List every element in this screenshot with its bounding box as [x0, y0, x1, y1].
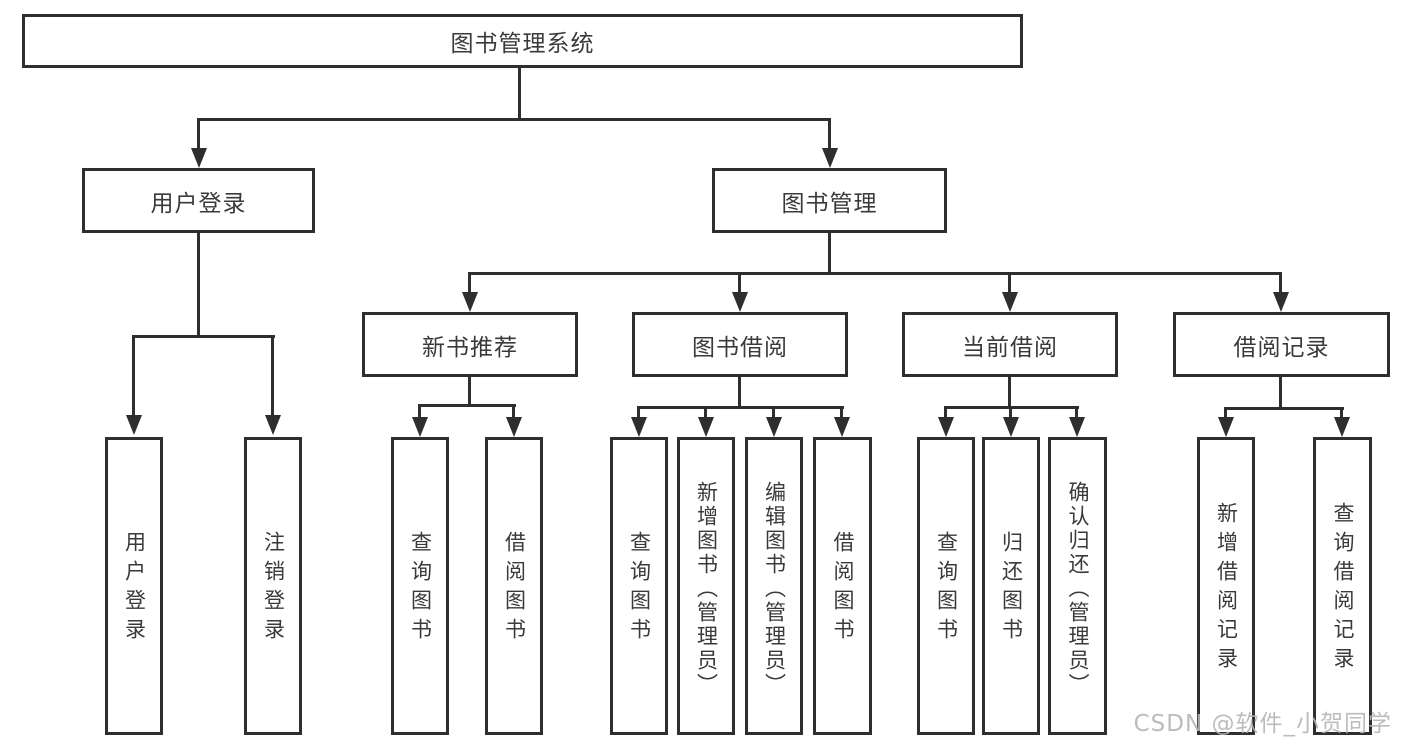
- arrow-down-icon: [1069, 417, 1085, 437]
- leaf-edit-books-admin: 编辑图书（管理员）: [745, 437, 803, 735]
- leaf-add-books-admin: 新增图书（管理员）: [677, 437, 735, 735]
- connector-line: [772, 406, 775, 418]
- connector-line: [944, 406, 947, 418]
- arrow-down-icon: [698, 417, 714, 437]
- arrow-down-icon: [938, 417, 954, 437]
- connector-line: [637, 406, 844, 409]
- node-user-login: 用户登录: [82, 168, 315, 233]
- connector-line: [738, 377, 741, 406]
- node-book-management: 图书管理: [712, 168, 947, 233]
- node-current-borrow: 当前借阅: [902, 312, 1118, 377]
- connector-line: [704, 406, 707, 418]
- connector-line: [1279, 272, 1282, 294]
- arrow-down-icon: [191, 148, 207, 168]
- connector-line: [197, 118, 200, 150]
- arrow-down-icon: [732, 292, 748, 312]
- arrow-down-icon: [631, 417, 647, 437]
- arrow-down-icon: [766, 417, 782, 437]
- leaf-query-borrow-record: 查询借阅记录: [1313, 437, 1372, 735]
- arrow-down-icon: [1273, 292, 1289, 312]
- leaf-borrow-query-books: 查询图书: [610, 437, 668, 735]
- arrow-down-icon: [506, 417, 522, 437]
- connector-line: [132, 335, 135, 417]
- arrow-down-icon: [462, 292, 478, 312]
- arrow-down-icon: [265, 415, 281, 435]
- connector-line: [468, 377, 471, 404]
- leaf-return-books: 归还图书: [982, 437, 1040, 735]
- connector-line: [1340, 407, 1343, 418]
- connector-line: [468, 272, 471, 294]
- leaf-user-login: 用户登录: [105, 437, 163, 735]
- arrow-down-icon: [834, 417, 850, 437]
- arrow-down-icon: [822, 148, 838, 168]
- leaf-logout: 注销登录: [244, 437, 302, 735]
- arrow-down-icon: [126, 415, 142, 435]
- leaf-add-borrow-record: 新增借阅记录: [1197, 437, 1255, 735]
- connector-line: [828, 118, 831, 150]
- connector-line: [197, 233, 200, 335]
- connector-line: [1008, 377, 1011, 406]
- connector-line: [1008, 272, 1011, 294]
- arrow-down-icon: [1003, 417, 1019, 437]
- connector-line: [197, 118, 831, 121]
- connector-line: [1224, 407, 1227, 418]
- node-library-system: 图书管理系统: [22, 14, 1023, 68]
- leaf-recommend-borrow-books: 借阅图书: [485, 437, 543, 735]
- leaf-current-query-books: 查询图书: [917, 437, 975, 735]
- connector-line: [1075, 406, 1078, 418]
- leaf-recommend-query-books: 查询图书: [391, 437, 449, 735]
- node-new-book-recommend: 新书推荐: [362, 312, 578, 377]
- arrow-down-icon: [412, 417, 428, 437]
- connector-line: [518, 68, 521, 118]
- connector-line: [738, 272, 741, 294]
- connector-line: [1224, 407, 1344, 410]
- connector-line: [271, 335, 274, 417]
- connector-line: [1009, 406, 1012, 418]
- connector-line: [840, 406, 843, 418]
- csdn-watermark: CSDN @软件_小贺同学: [1133, 711, 1392, 737]
- connector-line: [637, 406, 640, 418]
- leaf-borrow-books: 借阅图书: [813, 437, 872, 735]
- connector-line: [828, 233, 831, 272]
- arrow-down-icon: [1334, 417, 1350, 437]
- leaf-confirm-return-admin: 确认归还（管理员）: [1048, 437, 1107, 735]
- connector-line: [418, 404, 421, 418]
- arrow-down-icon: [1002, 292, 1018, 312]
- connector-line: [468, 272, 1282, 275]
- arrow-down-icon: [1218, 417, 1234, 437]
- connector-line: [418, 404, 516, 407]
- node-borrow-records: 借阅记录: [1173, 312, 1390, 377]
- connector-line: [512, 404, 515, 418]
- connector-line: [132, 335, 275, 338]
- node-book-borrow: 图书借阅: [632, 312, 848, 377]
- connector-line: [1279, 377, 1282, 407]
